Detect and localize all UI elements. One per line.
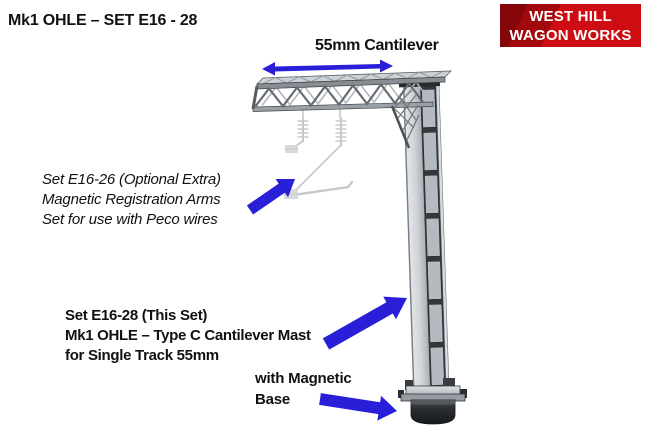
- optional-set-note: Set E16-26 (Optional Extra) Magnetic Reg…: [42, 170, 221, 230]
- double-arrow-55mm: [262, 59, 393, 76]
- magnetic-base-label: with Magnetic Base: [255, 368, 352, 410]
- arrow-to-registration-arms: [246, 179, 295, 215]
- magnetic-base-label-line-2: Base: [255, 391, 291, 408]
- mast-lattice-panels: [421, 88, 445, 386]
- arrow-to-base: [319, 393, 397, 421]
- brand-badge-line-2: WAGON WORKS: [509, 26, 632, 44]
- this-set-note: Set E16-28 (This Set) Mk1 OHLE – Type C …: [65, 306, 311, 366]
- this-set-note-line-2: Mk1 OHLE – Type C Cantilever Mast: [65, 327, 311, 344]
- magnetic-base-label-line-1: with Magnetic: [255, 370, 352, 387]
- truss-bottom-chord: [252, 101, 434, 112]
- page-title: Mk1 OHLE – SET E16 - 28: [8, 12, 198, 29]
- brand-badge-line-1: WEST HILL: [529, 7, 612, 25]
- cantilever-truss: [251, 70, 453, 149]
- knee-brace: [390, 89, 420, 149]
- base-drum: [410, 399, 456, 425]
- this-set-note-line-1: Set E16-28 (This Set): [65, 307, 208, 324]
- magnetic-base: [398, 378, 467, 425]
- optional-set-note-line-3: Set for use with Peco wires: [42, 211, 218, 228]
- annotation-arrows: [246, 59, 407, 421]
- ghost-registration-arms: [283, 106, 354, 199]
- this-set-note-line-3: for Single Track 55mm: [65, 347, 219, 364]
- optional-set-note-line-1: Set E16-26 (Optional Extra): [42, 171, 221, 188]
- optional-set-note-line-2: Magnetic Registration Arms: [42, 191, 221, 208]
- cantilever-span-label: 55mm Cantilever: [315, 37, 439, 54]
- mast-column: [398, 76, 450, 393]
- brand-badge: WEST HILL WAGON WORKS: [500, 4, 641, 47]
- arrow-to-mast: [322, 296, 407, 350]
- insulator-icon: [297, 117, 347, 147]
